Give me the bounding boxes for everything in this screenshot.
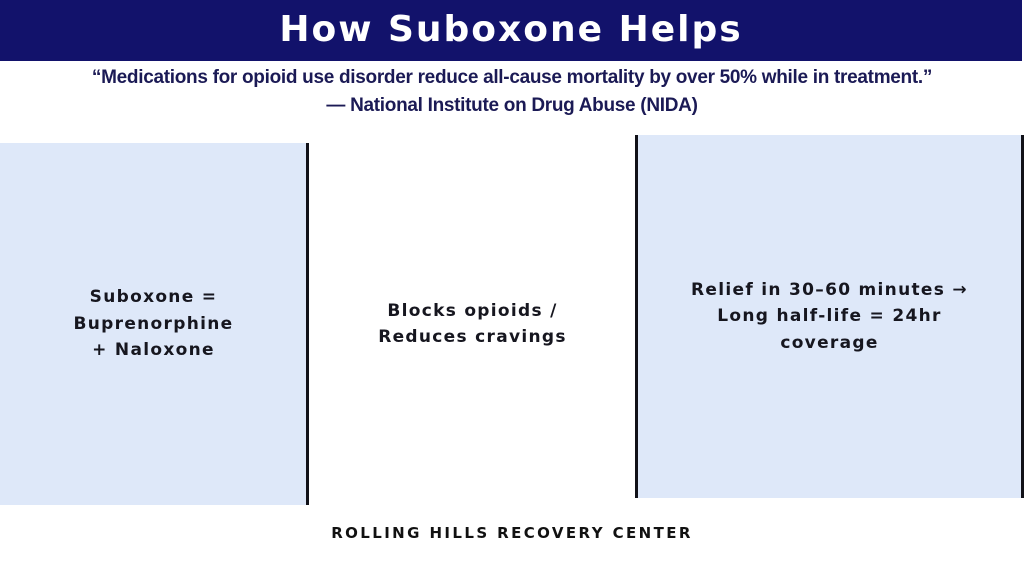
panel-mechanism: Blocks opioids / Reduces cravings	[309, 143, 636, 505]
quote-block: “Medications for opioid use disorder red…	[0, 64, 1024, 120]
footer-brand: ROLLING HILLS RECOVERY CENTER	[331, 524, 693, 542]
panel-composition: Suboxone = Buprenorphine + Naloxone	[0, 143, 307, 505]
panel-timing: Relief in 30–60 minutes → Long half-life…	[637, 135, 1022, 498]
quote-text: “Medications for opioid use disorder red…	[91, 67, 933, 88]
divider-line	[306, 143, 309, 505]
panel-timing-text: Relief in 30–60 minutes → Long half-life…	[691, 279, 968, 353]
divider-line	[1021, 135, 1024, 498]
divider-line	[635, 135, 638, 498]
title-banner: How Suboxone Helps	[0, 0, 1022, 61]
panel-mechanism-text: Blocks opioids / Reduces cravings	[378, 300, 567, 348]
quote-attribution: — National Institute on Drug Abuse (NIDA…	[326, 95, 698, 116]
page-title: How Suboxone Helps	[279, 9, 743, 50]
panel-composition-text: Suboxone = Buprenorphine + Naloxone	[73, 287, 234, 361]
